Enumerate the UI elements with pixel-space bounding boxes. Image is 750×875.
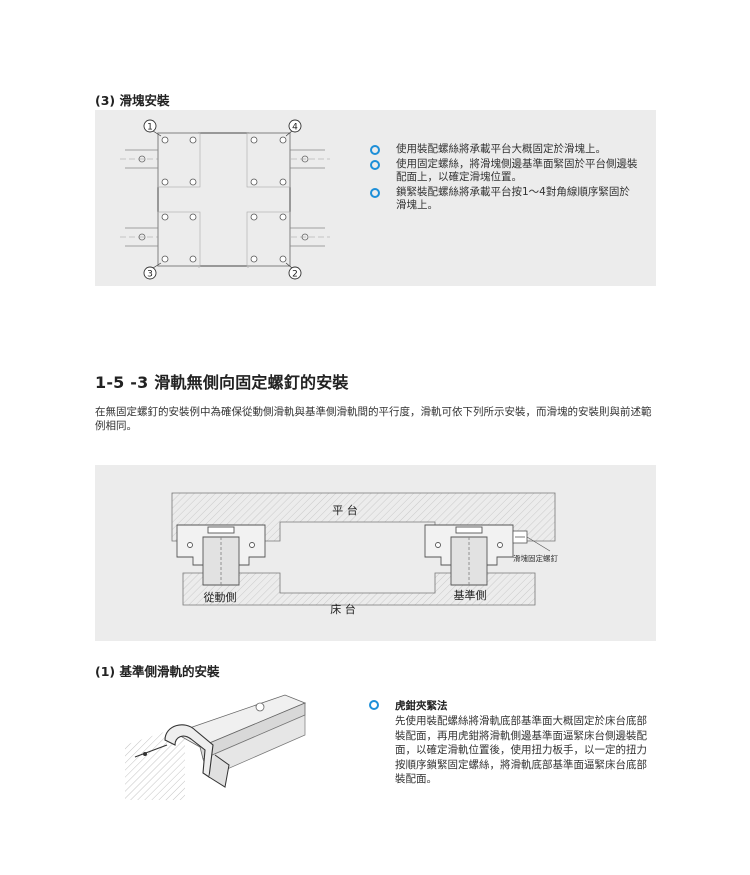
list-item: 使用固定螺絲，將滑塊側邊基準面緊固於平台側邊裝配面上，以確定滑塊位置。	[368, 158, 640, 185]
list-item: 使用裝配螺絲將承載平台大概固定於滑塊上。	[368, 143, 640, 157]
block-screw-label: 滑塊固定螺釘	[513, 553, 558, 563]
rail-cross-section-diagram: 平 台 滑塊固定螺釘 從動側 基準側 床 台	[171, 492, 558, 616]
section-heading-reference-rail: (1) 基準側滑軌的安裝	[95, 664, 220, 679]
bullet-icon	[369, 700, 379, 710]
order-label-3: 3	[147, 270, 153, 280]
section-title: 1-5 -3 滑軌無側向固定螺釘的安裝	[95, 373, 349, 392]
bullet-icon	[370, 145, 380, 155]
slider-install-panel: 1 4 3 2 使用裝配螺絲將承載平台大概固定於滑塊上。 使用固定螺絲，將滑塊側…	[95, 110, 656, 286]
vise-method-text: 先使用裝配螺絲將滑軌底部基準面大概固定於床台底部裝配面，再用虎鉗將滑軌側邊基準面…	[395, 715, 647, 785]
vise-method-title: 虎鉗夾緊法	[395, 700, 448, 712]
bullet-icon	[370, 187, 380, 198]
platform-label: 平 台	[332, 503, 358, 517]
reference-side-label: 基準側	[454, 588, 487, 602]
vise-clamp-illustration	[125, 694, 307, 800]
rail-install-panel: 平 台 滑塊固定螺釘 從動側 基準側 床 台	[95, 465, 656, 641]
order-label-2: 2	[292, 270, 298, 280]
slider-install-steps: 使用裝配螺絲將承載平台大概固定於滑塊上。 使用固定螺絲，將滑塊側邊基準面緊固於平…	[368, 143, 640, 214]
slider-plate-diagram: 1 4 3 2	[120, 119, 330, 280]
driven-side-label: 從動側	[204, 590, 237, 604]
vise-method-block: 虎鉗夾緊法 先使用裝配螺絲將滑軌底部基準面大概固定於床台底部裝配面，再用虎鉗將滑…	[367, 698, 652, 787]
section-heading-slider-install: (3) 滑塊安裝	[95, 93, 170, 108]
bullet-icon	[370, 159, 380, 170]
order-label-4: 4	[292, 123, 298, 133]
bed-label: 床 台	[330, 602, 356, 616]
list-item: 鎖緊裝配螺絲將承載平台按1～4對角線順序緊固於滑塊上。	[368, 186, 640, 213]
order-label-1: 1	[147, 123, 153, 133]
section-paragraph: 在無固定螺釘的安裝例中為確保從動側滑軌與基準側滑軌間的平行度，滑軌可依下列所示安…	[95, 406, 652, 432]
